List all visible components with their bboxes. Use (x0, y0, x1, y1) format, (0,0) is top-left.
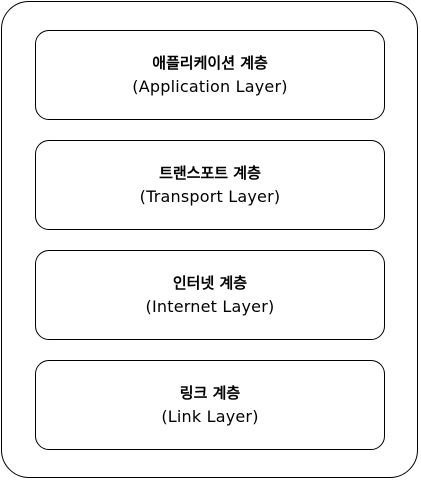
transport-layer-korean-label: 트랜스포트 계층 (159, 164, 261, 182)
link-layer-english-label: (Link Layer) (161, 407, 259, 426)
link-layer-korean-label: 링크 계층 (179, 384, 241, 402)
transport-layer-box: 트랜스포트 계층 (Transport Layer) (35, 140, 385, 230)
internet-layer-box: 인터넷 계층 (Internet Layer) (35, 250, 385, 340)
internet-layer-english-label: (Internet Layer) (145, 297, 275, 316)
application-layer-english-label: (Application Layer) (132, 77, 288, 96)
application-layer-box: 애플리케이션 계층 (Application Layer) (35, 30, 385, 120)
internet-layer-korean-label: 인터넷 계층 (172, 274, 248, 292)
transport-layer-english-label: (Transport Layer) (139, 187, 281, 206)
link-layer-box: 링크 계층 (Link Layer) (35, 360, 385, 450)
application-layer-korean-label: 애플리케이션 계층 (152, 54, 268, 72)
